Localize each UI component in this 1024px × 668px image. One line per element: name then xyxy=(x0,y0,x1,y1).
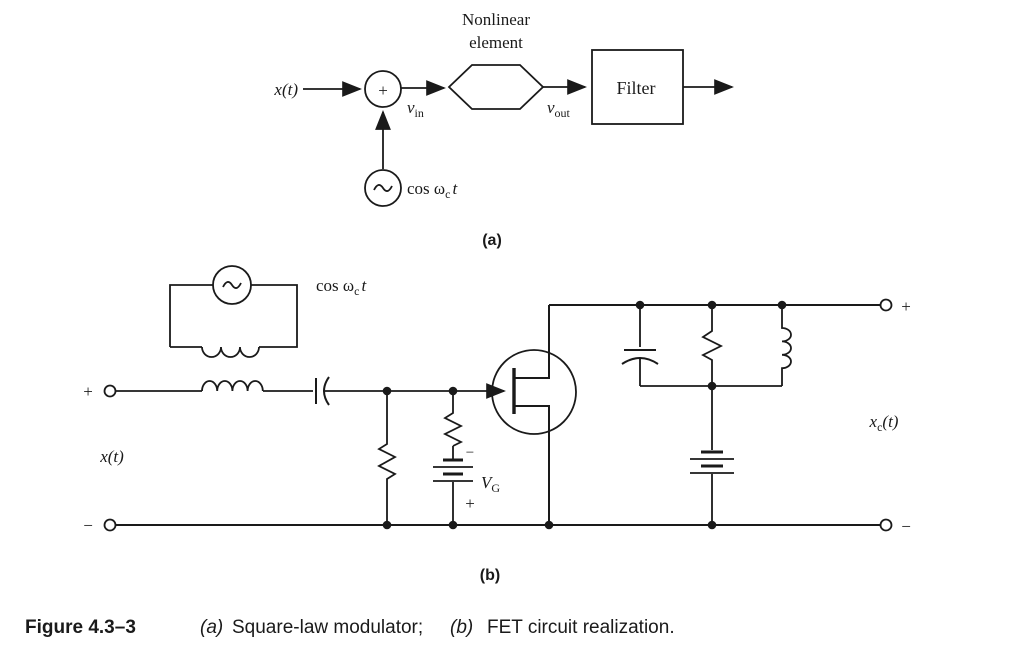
vout-label: vout xyxy=(547,98,571,120)
junction-dot xyxy=(707,520,717,530)
junction-dot xyxy=(544,520,554,530)
junction-dot xyxy=(707,300,717,310)
caption-a-tag: (a) xyxy=(200,617,223,638)
output-signal-label: xc(t) xyxy=(869,412,899,434)
summing-junction xyxy=(364,70,402,108)
vin-label: vin xyxy=(407,98,424,120)
junction-dot xyxy=(382,520,392,530)
sine-wave-icon xyxy=(373,184,393,192)
summing-plus-sign: + xyxy=(378,81,388,100)
sine-wave-icon xyxy=(222,281,242,289)
fet-body xyxy=(491,349,577,435)
junction-dot xyxy=(448,386,458,396)
caption-a-text: Square-law modulator; xyxy=(232,617,423,638)
bias-minus-label: − xyxy=(466,445,474,461)
junction-dot xyxy=(777,300,787,310)
gate-resistor xyxy=(377,391,397,525)
caption-b-tag: (b) xyxy=(450,617,473,638)
input-minus-label: − xyxy=(83,516,93,535)
output-terminal-minus xyxy=(879,518,893,532)
gate-bias-label: VG xyxy=(481,473,500,495)
fet-transistor xyxy=(453,305,577,525)
part-b-tag: (b) xyxy=(480,567,500,584)
filter-block xyxy=(591,49,684,125)
capacitor-curved-plate xyxy=(621,357,659,365)
block-diagram-a: x(t) + vin Nonlinear element vout Filter… xyxy=(273,10,734,249)
oscillator-loop-wire xyxy=(169,284,298,348)
bias-plus-label: + xyxy=(465,494,475,513)
part-a-tag: (a) xyxy=(482,232,502,249)
nonlinear-element-shape xyxy=(447,64,545,110)
junction-dot xyxy=(448,520,458,530)
junction-dot xyxy=(635,300,645,310)
tank-inductor xyxy=(781,305,792,386)
coupling-capacitor xyxy=(315,376,330,406)
output-minus-label: − xyxy=(901,517,911,536)
drain-battery xyxy=(690,450,734,474)
input-terminal-minus xyxy=(103,518,117,532)
fet-drain-lead xyxy=(514,305,550,379)
capacitor-curved-plate xyxy=(323,376,330,406)
input-signal-label-a: x(t) xyxy=(273,80,298,99)
input-plus-label: + xyxy=(83,382,93,401)
caption-label: Figure 4.3–3 xyxy=(25,617,136,638)
figure-caption: Figure 4.3–3 (a) Square-law modulator; (… xyxy=(25,617,675,638)
gate-bias-battery xyxy=(433,458,473,482)
input-signal-label-b: x(t) xyxy=(99,447,124,466)
tank-capacitor xyxy=(621,305,659,386)
nonlinear-element-label-line2: element xyxy=(469,33,523,52)
output-plus-label: + xyxy=(901,297,911,316)
tank-resistor xyxy=(701,305,724,386)
junction-dot xyxy=(707,381,717,391)
output-terminal-plus xyxy=(879,298,893,312)
junction-dot xyxy=(382,386,392,396)
transformer-primary-coil xyxy=(201,346,260,358)
bias-resistor-branch xyxy=(442,391,464,525)
nonlinear-element-label-line1: Nonlinear xyxy=(462,10,530,29)
fet-source-lead xyxy=(514,405,550,525)
filter-label: Filter xyxy=(617,78,656,98)
input-terminal-plus xyxy=(103,384,117,398)
transformer-secondary-coil xyxy=(201,380,264,392)
caption-b-text: FET circuit realization. xyxy=(487,617,675,638)
